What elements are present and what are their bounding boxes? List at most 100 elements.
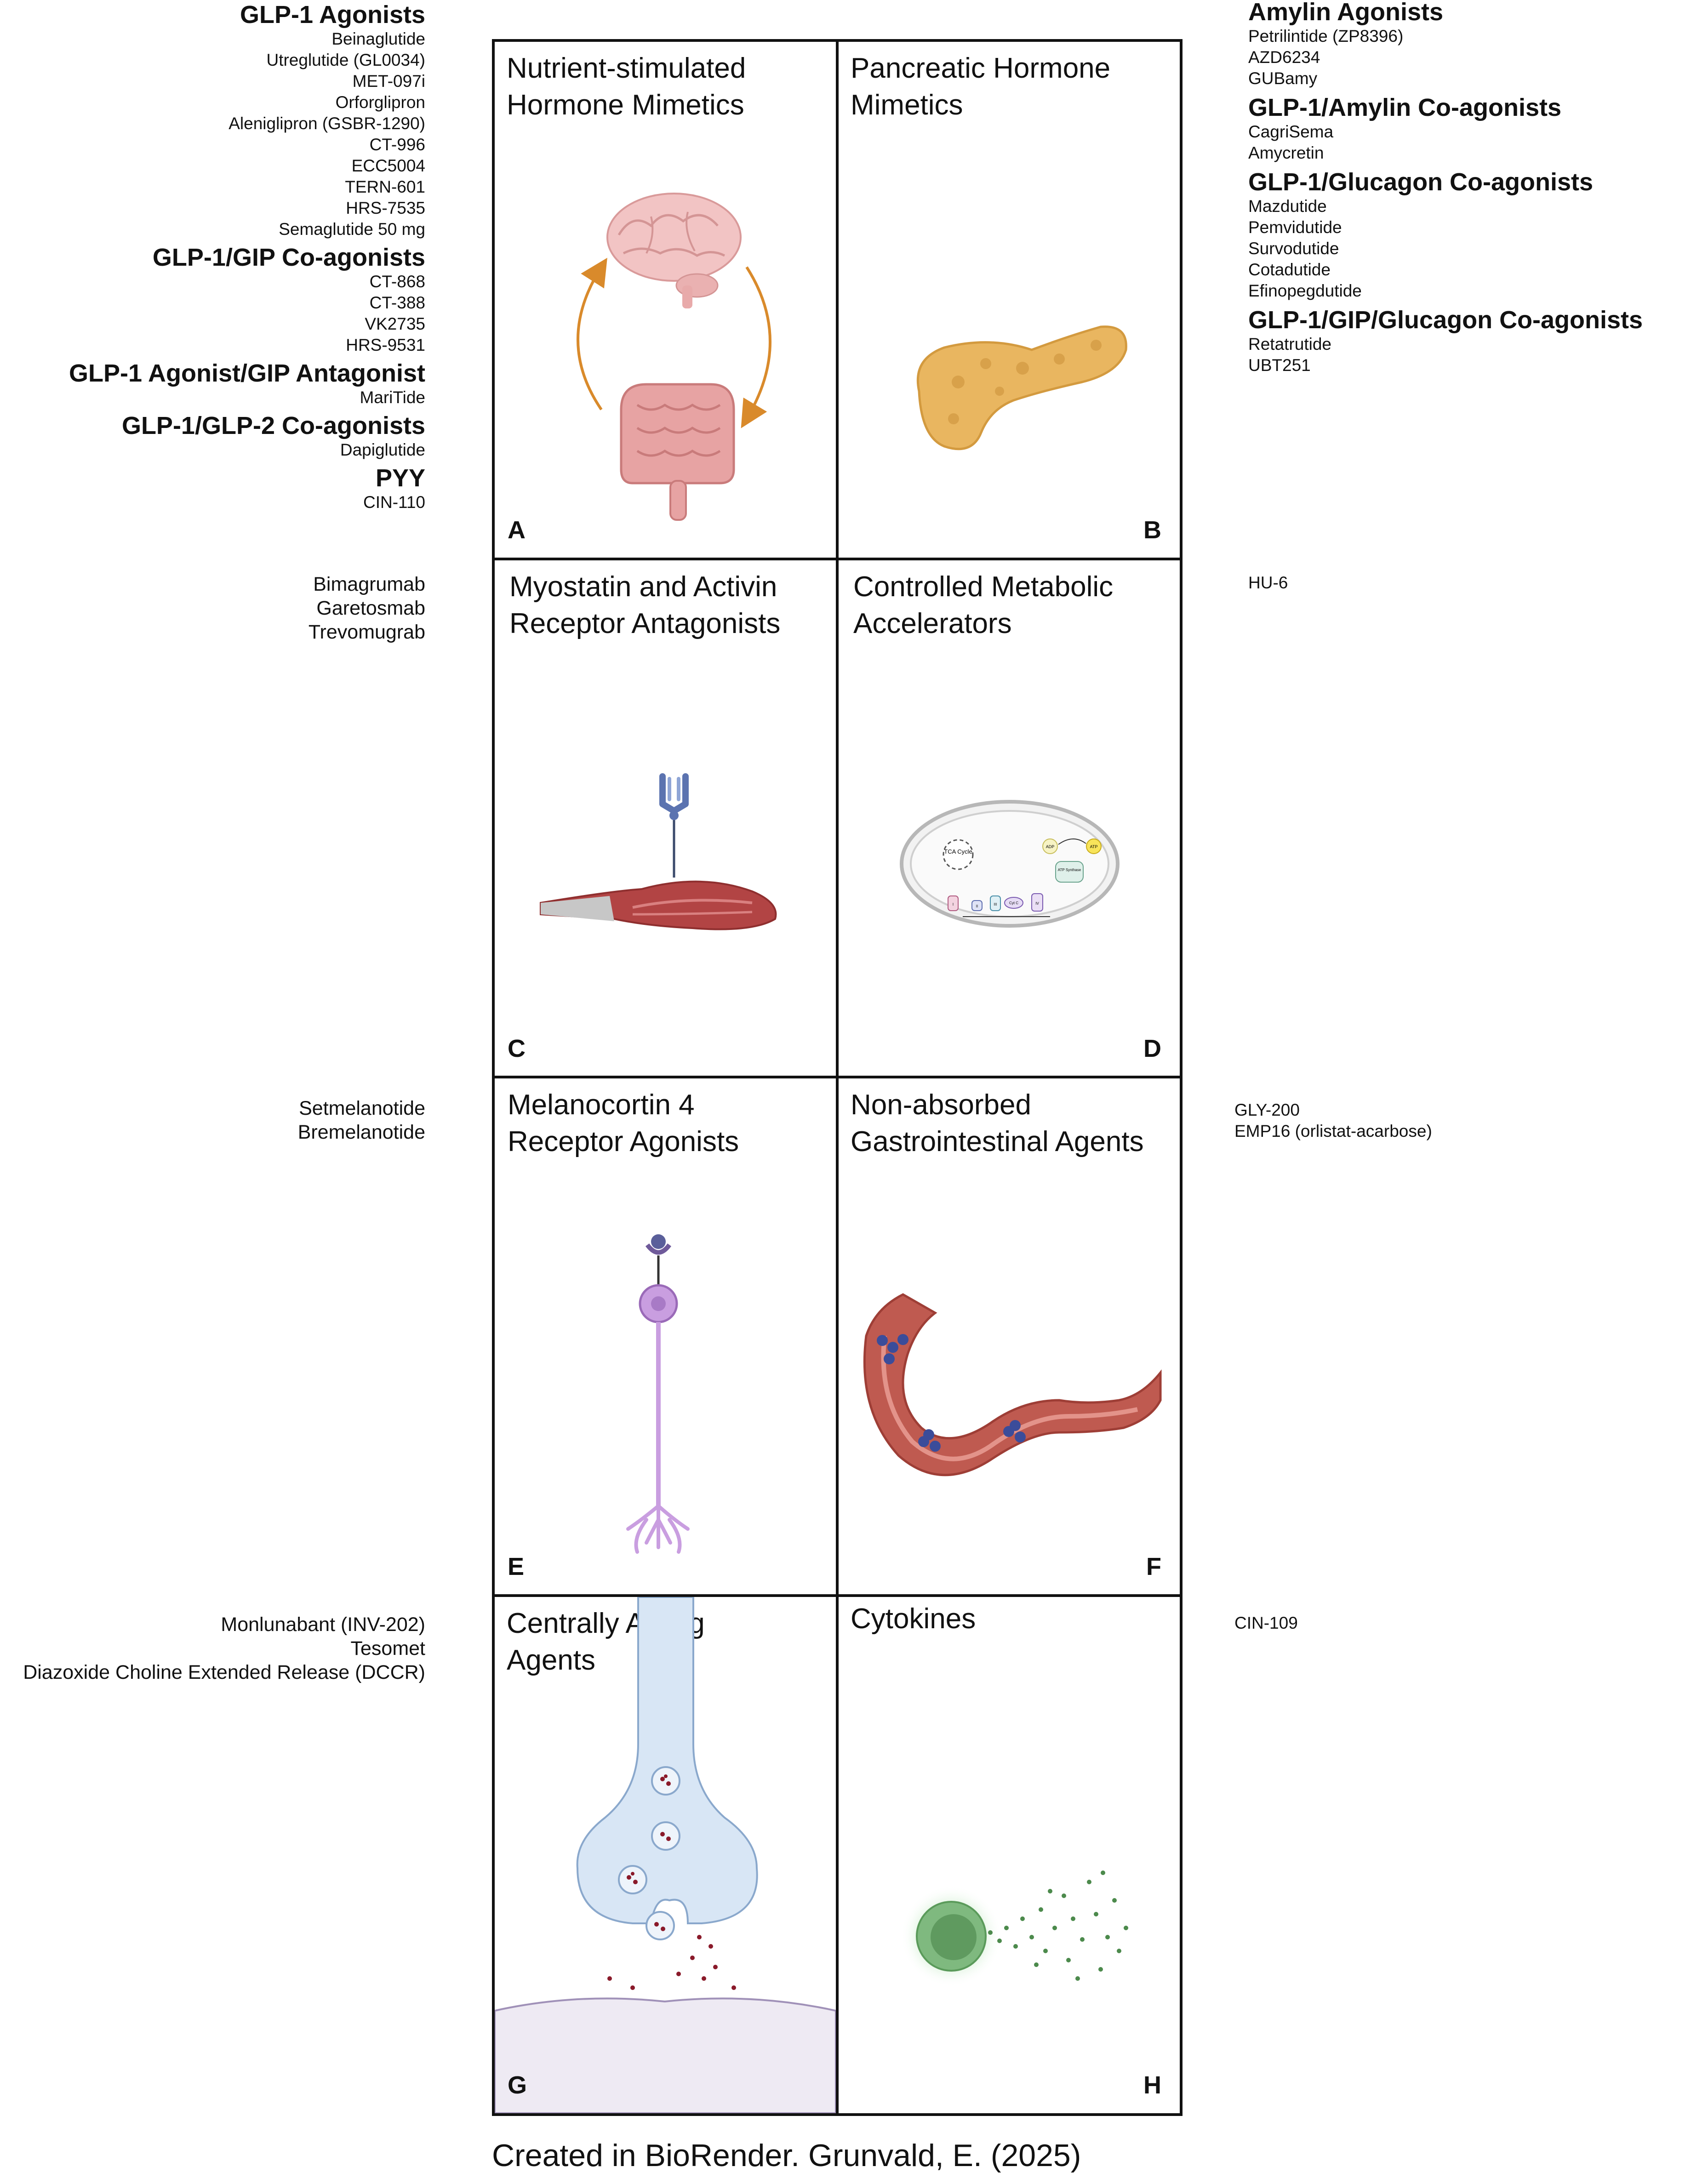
drug-name: Mazdutide bbox=[1248, 197, 1327, 216]
intestine-section-illustration bbox=[863, 1293, 1162, 1477]
group-header: GLP-1/Glucagon Co-agonists bbox=[1248, 168, 1594, 196]
drug-name: Orforglipron bbox=[335, 93, 425, 112]
atp-synthase-label: ATP Synthase bbox=[1058, 868, 1081, 872]
panel-title-line: Agents bbox=[507, 1644, 596, 1676]
complex-label: Cyt C bbox=[1009, 901, 1018, 905]
neuron-illustration bbox=[626, 1234, 690, 1554]
drug-name: HRS-7535 bbox=[346, 199, 425, 217]
panel-a: Nutrient-stimulated Hormone Mimetics bbox=[492, 39, 839, 561]
group-header: GLP-1/Amylin Co-agonists bbox=[1248, 94, 1562, 121]
panel-title: Cytokines bbox=[851, 1601, 1163, 1637]
panel-label: E bbox=[508, 1553, 525, 1580]
intestine-segment-icon bbox=[863, 1293, 1162, 1477]
drug-name: Garetosmab bbox=[316, 597, 425, 619]
panel-title: Pancreatic Hormone Mimetics bbox=[851, 50, 1163, 124]
panel-label: H bbox=[1143, 2071, 1161, 2099]
drug-name: Cotadutide bbox=[1248, 260, 1331, 279]
drug-name: Survodutide bbox=[1248, 239, 1339, 258]
drug-name: HRS-9531 bbox=[346, 336, 425, 354]
drug-name: VK2735 bbox=[365, 314, 425, 333]
panel-label: F bbox=[1146, 1553, 1161, 1580]
panel-a-drug-list: GLP-1 Agonists Beinaglutide Utreglutide … bbox=[0, 1, 425, 513]
brain-gut-illustration bbox=[577, 193, 771, 521]
complex-label: I bbox=[953, 902, 954, 907]
panel-title-line: Nutrient-stimulated bbox=[507, 52, 746, 84]
drug-name: Efinopegdutide bbox=[1248, 281, 1362, 300]
complex-label: II bbox=[976, 904, 978, 908]
muscle-antibody-illustration bbox=[540, 773, 777, 930]
panel-f: Non-absorbed Gastrointestinal Agents F bbox=[836, 1076, 1183, 1597]
neurotransmitter-dots bbox=[607, 1774, 736, 1990]
drug-name: GUBamy bbox=[1248, 69, 1318, 88]
drug-name: HU-6 bbox=[1248, 573, 1288, 592]
drug-name: Bremelanotide bbox=[297, 1121, 425, 1143]
panel-label: C bbox=[508, 1035, 526, 1062]
panel-d-drug-list: HU-6 bbox=[1248, 572, 1690, 593]
pancreas-illustration bbox=[916, 325, 1127, 450]
drug-name: CT-996 bbox=[369, 135, 425, 154]
adp-label: ADP bbox=[1046, 844, 1055, 849]
panel-d: Controlled Metabolic Accelerators TCA Cy… bbox=[836, 558, 1183, 1079]
panel-label: A bbox=[508, 516, 526, 544]
neuron-icon bbox=[626, 1234, 690, 1554]
credit-text: Created in BioRender. Grunvald, E. (2025… bbox=[492, 2138, 1081, 2173]
panel-title-line: Hormone Mimetics bbox=[507, 89, 744, 121]
panel-c-drug-list: Bimagrumab Garetosmab Trevomugrab bbox=[0, 572, 425, 644]
panel-title: Nutrient-stimulated Hormone Mimetics bbox=[507, 50, 819, 124]
complex-label: IV bbox=[1035, 901, 1039, 906]
panel-title-line: Myostatin and Activin bbox=[509, 571, 777, 603]
panel-title-line: Non-absorbed bbox=[851, 1089, 1031, 1121]
drug-name: CIN-109 bbox=[1234, 1614, 1298, 1632]
drug-name: TERN-601 bbox=[345, 177, 425, 196]
group-header: GLP-1 Agonists bbox=[240, 1, 425, 29]
immune-cell-icon bbox=[901, 1886, 1002, 1987]
group-header: GLP-1/GIP Co-agonists bbox=[152, 244, 425, 271]
panel-title-line: Pancreatic Hormone bbox=[851, 52, 1111, 84]
group-header: PYY bbox=[375, 464, 425, 492]
drug-name: Tesomet bbox=[350, 1637, 425, 1659]
panel-title: Non-absorbed Gastrointestinal Agents bbox=[851, 1087, 1163, 1160]
drug-name: Monlunabant (INV-202) bbox=[221, 1614, 425, 1636]
panel-title-line: Receptor Antagonists bbox=[509, 608, 781, 639]
drug-name: UBT251 bbox=[1248, 356, 1311, 375]
panel-e: Melanocortin 4 Receptor Agonists E bbox=[492, 1076, 839, 1597]
panel-g: Centrally Acting Agents G bbox=[492, 1594, 839, 2116]
drug-name: CagriSema bbox=[1248, 122, 1334, 141]
panel-label: D bbox=[1143, 1035, 1161, 1062]
drug-name: Dapiglutide bbox=[340, 440, 425, 459]
panel-title: Myostatin and Activin Receptor Antagonis… bbox=[509, 569, 822, 642]
drug-name: ECC5004 bbox=[351, 156, 425, 175]
muscle-icon bbox=[540, 880, 777, 930]
atp-label: ATP bbox=[1090, 844, 1098, 849]
panel-title-line: Controlled Metabolic bbox=[853, 571, 1114, 603]
panel-title-line: Cytokines bbox=[851, 1603, 976, 1635]
group-header: GLP-1 Agonist/GIP Antagonist bbox=[69, 359, 425, 387]
drug-name: Semaglutide 50 mg bbox=[279, 220, 425, 239]
drug-name: Petrilintide (ZP8396) bbox=[1248, 27, 1404, 46]
drug-name: MET-097i bbox=[352, 72, 425, 91]
drug-name: Trevomugrab bbox=[308, 621, 425, 643]
arrow-icon bbox=[741, 266, 771, 428]
drug-name: Diazoxide Choline Extended Release (DCCR… bbox=[23, 1661, 425, 1683]
group-header: GLP-1/GLP-2 Co-agonists bbox=[121, 412, 425, 439]
drug-name: Setmelanotide bbox=[299, 1097, 425, 1119]
panel-title-line: Gastrointestinal Agents bbox=[851, 1126, 1144, 1158]
panel-title-line: Melanocortin 4 bbox=[508, 1089, 695, 1121]
panel-c: Myostatin and Activin Receptor Antagonis… bbox=[492, 558, 839, 1079]
drug-name: CIN-110 bbox=[363, 493, 425, 512]
arrow-icon bbox=[577, 257, 607, 411]
panel-b: Pancreatic Hormone Mimetics B bbox=[836, 39, 1183, 561]
molecule-dots bbox=[877, 1334, 1026, 1452]
group-header: Amylin Agonists bbox=[1248, 0, 1444, 26]
drug-name: Amycretin bbox=[1248, 143, 1324, 162]
panel-title-line: Receptor Agonists bbox=[508, 1126, 739, 1158]
panel-title: Melanocortin 4 Receptor Agonists bbox=[508, 1087, 820, 1160]
drug-name: Pemvidutide bbox=[1248, 218, 1342, 237]
panel-title-line: Mimetics bbox=[851, 89, 963, 121]
group-header: GLP-1/GIP/Glucagon Co-agonists bbox=[1248, 306, 1643, 334]
drug-name: EMP16 (orlistat-acarbose) bbox=[1234, 1122, 1432, 1140]
cytokine-particles bbox=[988, 1870, 1128, 1981]
drug-name: MariTide bbox=[360, 388, 425, 407]
synapse-illustration bbox=[495, 1597, 836, 2113]
panel-title: Controlled Metabolic Accelerators bbox=[853, 569, 1166, 642]
